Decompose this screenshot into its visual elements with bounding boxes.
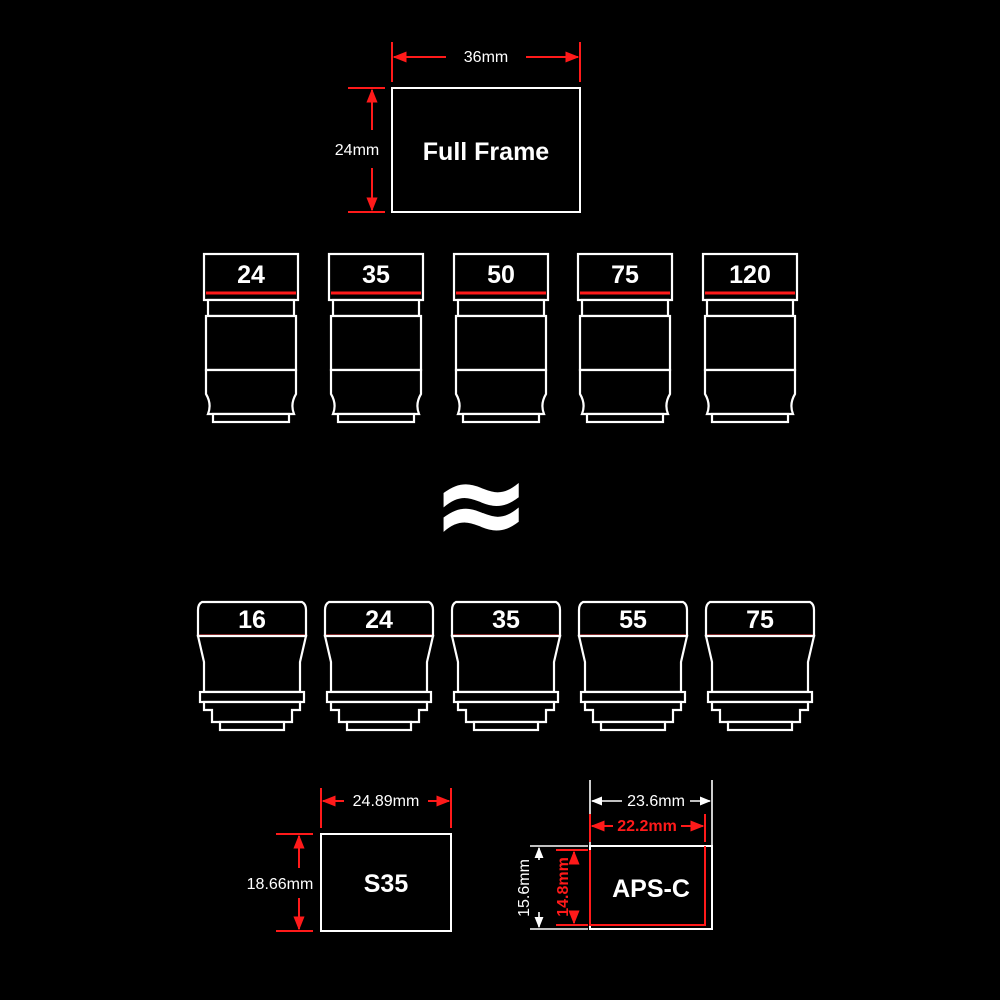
lens-neck xyxy=(331,298,421,318)
full-frame-lens-50: 50 xyxy=(452,252,550,424)
lens-mount xyxy=(211,412,291,424)
apsc-sensor-label: APS-C xyxy=(612,875,690,903)
full-frame-sensor: 36mm 24mm Full Frame xyxy=(335,42,581,213)
lens-neck xyxy=(580,298,670,318)
lens-body xyxy=(204,368,298,416)
lens-body xyxy=(196,634,308,694)
lens-neck xyxy=(456,298,546,318)
lens-ring xyxy=(579,690,687,704)
lens-body xyxy=(703,368,797,416)
s35-lens-24: 24 xyxy=(323,600,435,732)
lens-mount xyxy=(599,720,667,732)
lens-barrel xyxy=(204,314,298,372)
lens-focal-length: 24 xyxy=(365,606,393,634)
ff-sensor-label: Full Frame xyxy=(423,138,550,166)
lens-focal-length: 55 xyxy=(619,606,647,634)
lens-body xyxy=(450,634,562,694)
lens-body xyxy=(704,634,816,694)
lens-mount xyxy=(710,412,790,424)
lens-mount-step xyxy=(456,700,556,724)
lens-barrel xyxy=(329,314,423,372)
lens-mount xyxy=(336,412,416,424)
apsc-inner-width-label: 22.2mm xyxy=(617,818,677,835)
lens-ring xyxy=(706,690,814,704)
lens-mount-step xyxy=(710,700,810,724)
lens-focal-length: 75 xyxy=(611,261,639,289)
lens-focal-length: 24 xyxy=(237,261,265,289)
s35-lens-35: 35 xyxy=(450,600,562,732)
full-frame-lens-row: 24 35 50 75 120 xyxy=(202,252,799,424)
lens-mount-step xyxy=(583,700,683,724)
lens-mount xyxy=(218,720,286,732)
lens-mount xyxy=(345,720,413,732)
s35-sensor-label: S35 xyxy=(364,870,409,898)
ff-sensor-box xyxy=(391,87,581,213)
s35-sensor: 24.89mm 18.66mm S35 xyxy=(247,788,452,932)
lens-body xyxy=(578,368,672,416)
full-frame-lens-24: 24 xyxy=(202,252,300,424)
lens-barrel xyxy=(454,314,548,372)
lens-ring xyxy=(325,690,433,704)
lens-ring xyxy=(198,690,306,704)
apsc-outer-height-label: 15.6mm xyxy=(516,859,533,917)
ff-height-label: 24mm xyxy=(335,142,379,159)
apsc-inner-height-label: 14.8mm xyxy=(555,857,572,917)
s35-lens-75: 75 xyxy=(704,600,816,732)
ff-width-label: 36mm xyxy=(464,49,508,66)
lens-focal-length: 35 xyxy=(492,606,520,634)
s35-width-label: 24.89mm xyxy=(353,793,420,810)
lens-mount xyxy=(585,412,665,424)
s35-lens-16: 16 xyxy=(196,600,308,732)
lens-ring xyxy=(452,690,560,704)
lens-mount-step xyxy=(329,700,429,724)
lens-mount xyxy=(472,720,540,732)
lens-body xyxy=(454,368,548,416)
apsc-sensor: 23.6mm 22.2mm 15.6mm 14.8mm APS-C xyxy=(516,780,713,930)
full-frame-lens-120: 120 xyxy=(701,252,799,424)
lens-neck xyxy=(206,298,296,318)
lens-focal-length: 35 xyxy=(362,261,390,289)
full-frame-lens-75: 75 xyxy=(576,252,674,424)
lens-barrel xyxy=(578,314,672,372)
apsc-inner-sensor-box xyxy=(589,846,706,926)
lens-focal-length: 16 xyxy=(238,606,266,634)
apsc-outer-width-label: 23.6mm xyxy=(627,793,685,810)
lens-mount xyxy=(726,720,794,732)
full-frame-lens-35: 35 xyxy=(327,252,425,424)
s35-sensor-box xyxy=(320,833,452,932)
lens-body xyxy=(323,634,435,694)
lens-focal-length: 120 xyxy=(729,261,771,289)
s35-height-label: 18.66mm xyxy=(247,876,314,893)
lens-body xyxy=(577,634,689,694)
s35-lens-55: 55 xyxy=(577,600,689,732)
lens-mount xyxy=(461,412,541,424)
lens-barrel xyxy=(703,314,797,372)
lens-body xyxy=(329,368,423,416)
lens-neck xyxy=(705,298,795,318)
lens-focal-length: 50 xyxy=(487,261,515,289)
s35-lens-row: 16 24 35 55 75 xyxy=(196,600,816,732)
approx-equal-symbol: ≈ xyxy=(431,435,532,574)
lens-focal-length: 75 xyxy=(746,606,774,634)
lens-mount-step xyxy=(202,700,302,724)
